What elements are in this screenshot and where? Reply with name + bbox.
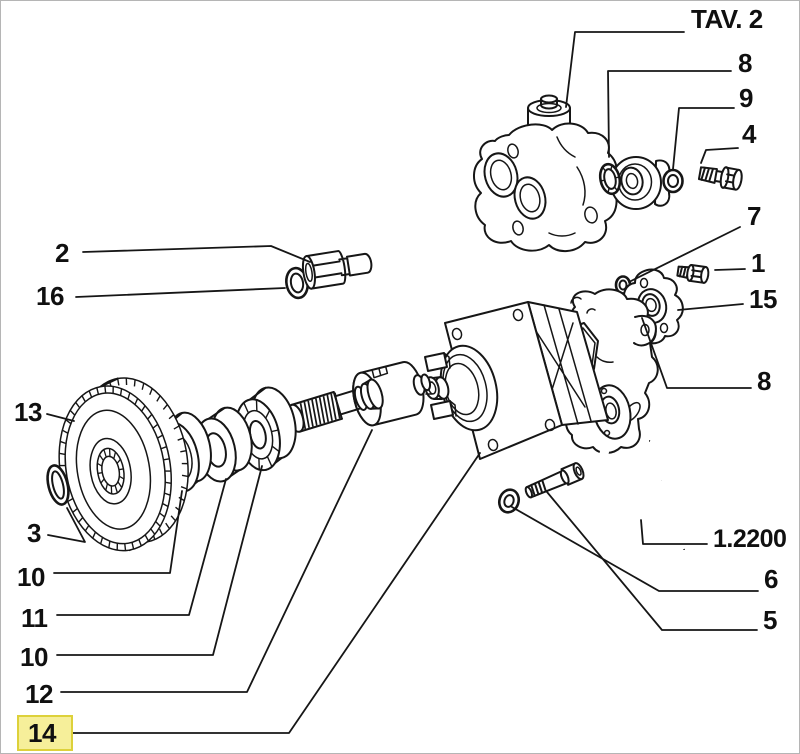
seal-ring-8-top-drawing <box>598 162 622 196</box>
callout-label-tav-2[interactable]: TAV. 2 <box>691 4 763 34</box>
callout-label-ref-12[interactable]: 12 <box>25 679 53 709</box>
callout-label-ref-8-mid[interactable]: 8 <box>757 366 772 396</box>
leader-ref-12 <box>60 429 373 693</box>
leader-ref-14 <box>63 452 481 734</box>
bolt-5-drawing <box>524 462 585 499</box>
callout-labels-layer: TAV. 2 8 9 4 7 1 15 8 1.2200 6 5 2 16 13 3 10 11 10 12 14 <box>14 4 787 751</box>
leader-ref-5 <box>546 491 758 631</box>
pump-assembly-drawing <box>424 301 609 460</box>
callout-label-ref-14[interactable]: 14 <box>28 718 57 748</box>
leader-ref-8-mid <box>641 317 752 389</box>
leader-ref-11 <box>56 478 227 616</box>
leader-ref-8-top <box>607 70 732 158</box>
leader-lines-layer <box>46 31 759 734</box>
callout-label-ref-1[interactable]: 1 <box>751 248 766 278</box>
plug-2-drawing <box>301 250 373 290</box>
leader-ref-10-b <box>56 465 263 656</box>
callout-label-ref-10-b[interactable]: 10 <box>20 642 48 672</box>
callout-label-ref-1-2200[interactable]: 1.2200 <box>713 525 787 553</box>
control-valve-body-drawing <box>473 94 618 252</box>
callout-label-ref-11[interactable]: 11 <box>21 603 48 633</box>
suction-pipe-drawing <box>598 401 689 551</box>
leader-ref-15 <box>677 303 744 311</box>
leader-ref-2 <box>82 245 311 263</box>
highlight-box-ref-14 <box>17 715 73 751</box>
callout-label-ref-9[interactable]: 9 <box>739 83 754 113</box>
leader-ref-10-a <box>53 490 183 574</box>
callout-label-ref-16[interactable]: 16 <box>36 281 64 311</box>
washer-6-drawing <box>497 488 521 514</box>
callout-label-ref-3[interactable]: 3 <box>27 518 42 548</box>
leader-tav-2 <box>565 31 685 108</box>
callout-label-ref-6[interactable]: 6 <box>764 564 779 594</box>
leader-ref-1 <box>714 268 746 271</box>
leader-ref-9 <box>672 107 735 170</box>
leader-ref-13 <box>46 413 75 422</box>
callout-label-ref-2[interactable]: 2 <box>55 238 70 268</box>
callout-label-ref-8-top[interactable]: 8 <box>738 48 753 78</box>
leader-ref-7 <box>628 226 741 283</box>
drive-shaft-drawing <box>286 378 384 433</box>
callout-label-ref-7[interactable]: 7 <box>747 201 762 231</box>
callout-label-ref-13[interactable]: 13 <box>14 397 42 427</box>
leader-ref-4 <box>700 147 739 164</box>
snap-ring-3-drawing <box>46 464 70 506</box>
callout-label-ref-10-a[interactable]: 10 <box>17 562 45 592</box>
bolt-4-drawing <box>697 166 743 191</box>
gear-13-drawing <box>58 377 189 552</box>
leader-ref-1-2200 <box>640 519 708 545</box>
leader-ref-3 <box>47 507 86 543</box>
callout-label-ref-15[interactable]: 15 <box>749 284 777 314</box>
callout-label-ref-5[interactable]: 5 <box>763 605 778 635</box>
leader-ref-16 <box>75 287 286 298</box>
bolt-1-drawing <box>676 263 710 284</box>
callout-label-ref-4[interactable]: 4 <box>742 119 758 149</box>
washer-9-drawing <box>662 168 684 194</box>
delivery-elbow-pipe-drawing <box>610 156 671 278</box>
leader-ref-6 <box>511 506 759 592</box>
